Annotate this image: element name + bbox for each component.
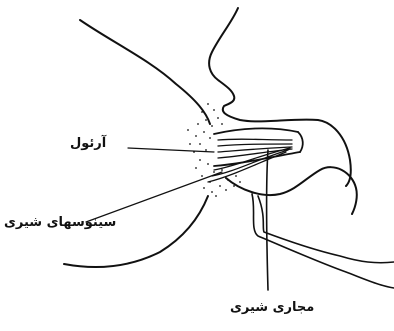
main-milk-duct: [267, 150, 269, 290]
leader-areola: [128, 148, 214, 152]
breast-outline: [80, 20, 210, 124]
baby-chin-outline: [226, 167, 357, 214]
nipple-upper: [214, 128, 298, 134]
label-lactiferous-sinuses: سینوسهای شیری: [4, 215, 116, 230]
duct-2: [218, 144, 292, 146]
label-milk-ducts: مجاری شیری: [230, 300, 314, 315]
label-areola: آرئول: [70, 136, 106, 151]
baby-face-outline: [209, 8, 351, 186]
duct-3: [218, 147, 292, 152]
skin-line: [258, 196, 394, 263]
duct-1: [218, 139, 292, 140]
nipple-tip: [298, 132, 303, 152]
duct-7: [208, 152, 286, 182]
breast-lower-outline: [64, 196, 208, 267]
skin-line-2: [252, 194, 394, 288]
